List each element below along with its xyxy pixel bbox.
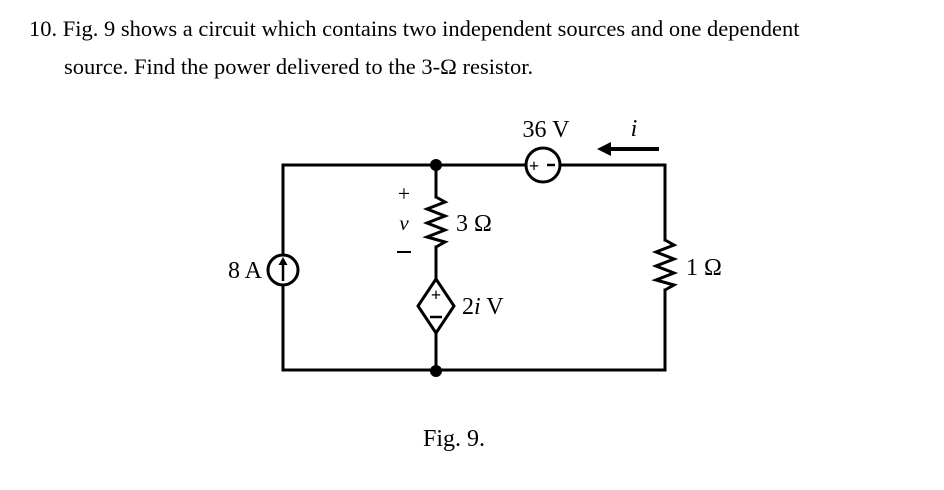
- dependent-source-label: 2i V: [462, 294, 504, 320]
- arrow-up-head-icon: [278, 257, 288, 265]
- resistor-1-ohm: 1 Ω: [651, 238, 722, 292]
- node-bottom: [430, 365, 442, 377]
- figure-caption: Fig. 9.: [423, 426, 485, 452]
- node-top: [430, 159, 442, 171]
- resistor-1-zigzag: [651, 238, 679, 292]
- dependent-source-2i: + 2i V: [416, 276, 504, 336]
- problem-text-line2: source. Find the power delivered to the …: [64, 54, 534, 79]
- voltage-source-plus: +: [529, 156, 539, 176]
- dependent-source-diamond: [416, 276, 456, 336]
- voltage-v-label: + v: [397, 181, 411, 253]
- problem-number: 10.: [29, 16, 58, 41]
- voltage-source-circle: [524, 146, 562, 184]
- voltage-source-label: 36 V: [523, 117, 571, 143]
- resistor-3-zigzag: [422, 195, 450, 249]
- current-i-label: i: [631, 116, 638, 142]
- problem-statement: 10. Fig. 9 shows a circuit which contain…: [29, 10, 929, 86]
- current-i-indicator: i: [597, 116, 659, 156]
- current-source-8a: 8 A: [228, 253, 300, 287]
- voltage-source-36v: + 36 V: [523, 117, 571, 184]
- problem-text-line1: Fig. 9 shows a circuit which contains tw…: [62, 16, 800, 41]
- v-symbol: v: [399, 211, 409, 235]
- resistor-3-ohm: 3 Ω: [422, 195, 492, 249]
- resistor-1-label: 1 Ω: [686, 255, 722, 281]
- wires: [281, 163, 667, 372]
- arrow-left-head-icon: [597, 142, 611, 156]
- current-source-label: 8 A: [228, 258, 263, 284]
- resistor-3-label: 3 Ω: [456, 211, 492, 237]
- dependent-source-plus: +: [431, 285, 441, 305]
- v-plus: +: [398, 181, 410, 206]
